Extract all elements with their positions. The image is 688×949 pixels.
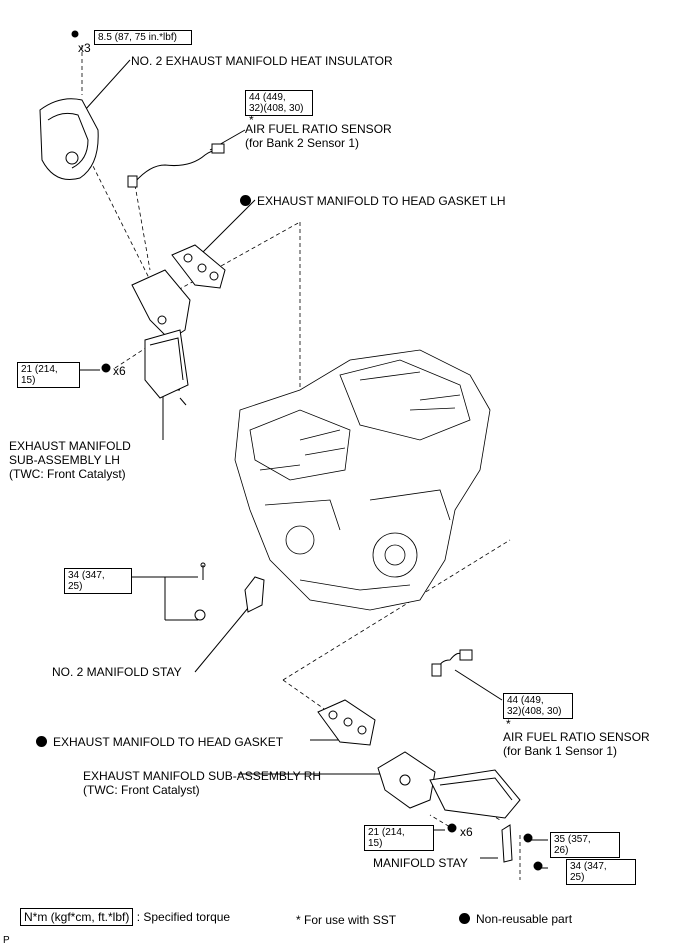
label-line-2: SUB-ASSEMBLY LH (9, 453, 120, 467)
torque-line-2: 15) (368, 838, 383, 849)
torque-af-sensor-bank2: 44 (449, 32)(408, 30) (245, 90, 313, 116)
label-line-2: (for Bank 1 Sensor 1) (503, 744, 618, 758)
legend-torque: N*m (kgf*cm, ft.*lbf) : Specified torque (20, 908, 231, 926)
torque-manifold-stay-b: 34 (347, 25) (566, 859, 636, 885)
label-text: EXHAUST MANIFOLD TO HEAD GASKET (53, 735, 284, 749)
page-marker: P (3, 935, 10, 946)
torque-insulator: 8.5 (87, 75 in.*lbf) (94, 30, 192, 45)
label-manifold-rh: EXHAUST MANIFOLD SUB-ASSEMBLY RH (TWC: F… (83, 769, 321, 797)
label-manifold-lh: EXHAUST MANIFOLD SUB-ASSEMBLY LH (TWC: F… (9, 439, 131, 481)
torque-value: 8.5 (87, 75 in.*lbf) (98, 32, 177, 43)
af-sensor-bank2-drawing (127, 143, 225, 188)
label-line-2: (for Bank 2 Sensor 1) (245, 136, 360, 150)
label-line-1: EXHAUST MANIFOLD SUB-ASSEMBLY RH (83, 769, 322, 783)
legend-nonreusable: Non-reusable part (459, 912, 572, 926)
torque-line-2: 26) (554, 845, 569, 856)
torque-af-sensor-bank1: 44 (449, 32)(408, 30) (503, 693, 573, 719)
label-manifold-stay: MANIFOLD STAY (373, 856, 468, 870)
gasket-lh-drawing (171, 244, 226, 289)
label-gasket-rh: EXHAUST MANIFOLD TO HEAD GASKET (36, 735, 283, 749)
label-af-sensor-bank2: AIR FUEL RATIO SENSOR (for Bank 2 Sensor… (245, 122, 392, 150)
label-line-2: (TWC: Front Catalyst) (83, 783, 200, 797)
qty-x3: x3 (78, 41, 91, 55)
nonreusable-dot-icon (240, 195, 251, 206)
manifold-lh-drawing (101, 269, 191, 406)
torque-manifold-stay-a: 35 (357, 26) (550, 832, 620, 858)
gasket-rh-drawing (317, 699, 376, 746)
label-text: EXHAUST MANIFOLD TO HEAD GASKET LH (257, 194, 506, 208)
torque-line-2: 25) (68, 581, 83, 592)
label-line-1: AIR FUEL RATIO SENSOR (245, 122, 392, 136)
legend-sst: * For use with SST (296, 913, 397, 927)
qty-x6-rh: x6 (460, 825, 473, 839)
label-line-1: EXHAUST MANIFOLD (9, 439, 131, 453)
sst-star-bank1: * (506, 717, 511, 731)
torque-manifold-stay-2: 34 (347, 25) (64, 568, 132, 594)
torque-line-2: 25) (570, 872, 585, 883)
nonreusable-dot-icon (459, 913, 470, 924)
manifold-stay-2-drawing (194, 562, 265, 621)
sst-star-bank2: * (249, 113, 254, 127)
label-line-1: AIR FUEL RATIO SENSOR (503, 730, 650, 744)
torque-line-1: 21 (214, (21, 364, 58, 375)
manifold-stay-drawing (501, 824, 543, 871)
legend-torque-text: : Specified torque (136, 910, 231, 924)
manifold-rh-drawing (377, 751, 521, 833)
torque-line-1: 34 (347, (570, 861, 607, 872)
qty-x6-lh: x6 (113, 364, 126, 378)
torque-lh-nuts: 21 (214, 15) (17, 362, 80, 388)
nonreusable-dot-icon (36, 736, 47, 747)
af-sensor-bank1-drawing (431, 649, 473, 677)
heat-insulator-drawing (39, 30, 99, 180)
torque-line-1: 44 (449, (507, 695, 544, 706)
label-manifold-stay-2: NO. 2 MANIFOLD STAY (52, 665, 182, 679)
torque-line-2: 15) (21, 375, 36, 386)
torque-rh-nuts: 21 (214, 15) (364, 825, 434, 851)
label-af-sensor-bank1: AIR FUEL RATIO SENSOR (for Bank 1 Sensor… (503, 730, 650, 758)
label-line-3: (TWC: Front Catalyst) (9, 467, 126, 481)
torque-line-1: 44 (449, (249, 92, 286, 103)
engine-block-drawing (234, 349, 491, 611)
torque-line-1: 21 (214, (368, 827, 405, 838)
torque-line-2: 32)(408, 30) (249, 103, 304, 114)
torque-line-1: 34 (347, (68, 570, 105, 581)
legend-torque-box: N*m (kgf*cm, ft.*lbf) (20, 908, 134, 926)
label-heat-insulator: NO. 2 EXHAUST MANIFOLD HEAT INSULATOR (131, 54, 393, 68)
torque-line-1: 35 (357, (554, 834, 591, 845)
label-gasket-lh: EXHAUST MANIFOLD TO HEAD GASKET LH (240, 194, 506, 208)
legend-nonreusable-text: Non-reusable part (476, 912, 573, 926)
torque-line-2: 32)(408, 30) (507, 706, 562, 717)
